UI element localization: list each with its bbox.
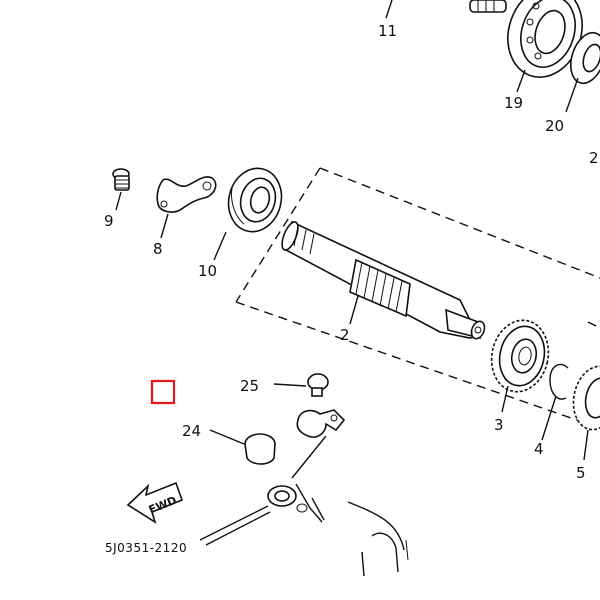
label-8: 8 (153, 240, 163, 258)
dashed-enclosure-bottom (235, 301, 600, 429)
label-25: 25 (240, 377, 259, 395)
label-20: 20 (545, 117, 564, 135)
label-9: 9 (104, 212, 114, 230)
drawing-code: 5J0351-2120 (105, 541, 187, 555)
label-5: 5 (576, 464, 586, 482)
label-3: 3 (494, 416, 504, 434)
part-8-stopper-plate (156, 176, 217, 239)
label-19: 19 (504, 94, 523, 112)
shift-holder-clip (291, 409, 346, 479)
dashed-enclosure-top (319, 167, 600, 279)
label-11: 11 (378, 22, 397, 40)
part-10-bearing (213, 167, 283, 261)
label-2: 2 (340, 326, 350, 344)
fwd-arrow-icon: FWD (126, 481, 184, 524)
shift-lever-assembly (199, 483, 409, 577)
part-4-circlip (541, 363, 569, 441)
dashed-enclosure-right-stub (587, 321, 600, 329)
label-10: 10 (198, 262, 217, 280)
part-5-gear (572, 365, 600, 461)
part-11-shaft-end (385, 0, 507, 19)
label-4: 4 (534, 440, 544, 458)
highlight-marker (150, 379, 176, 405)
part-25-screw (273, 373, 329, 397)
part-3-gear (490, 319, 550, 413)
label-2-edge: 2 (589, 149, 599, 167)
part-2-main-axle (281, 220, 486, 340)
dashed-enclosure-left (235, 167, 321, 303)
part-24-cap (209, 429, 276, 465)
part-20-washer (565, 31, 600, 113)
label-24: 24 (182, 422, 201, 440)
part-9-bolt (112, 168, 130, 211)
